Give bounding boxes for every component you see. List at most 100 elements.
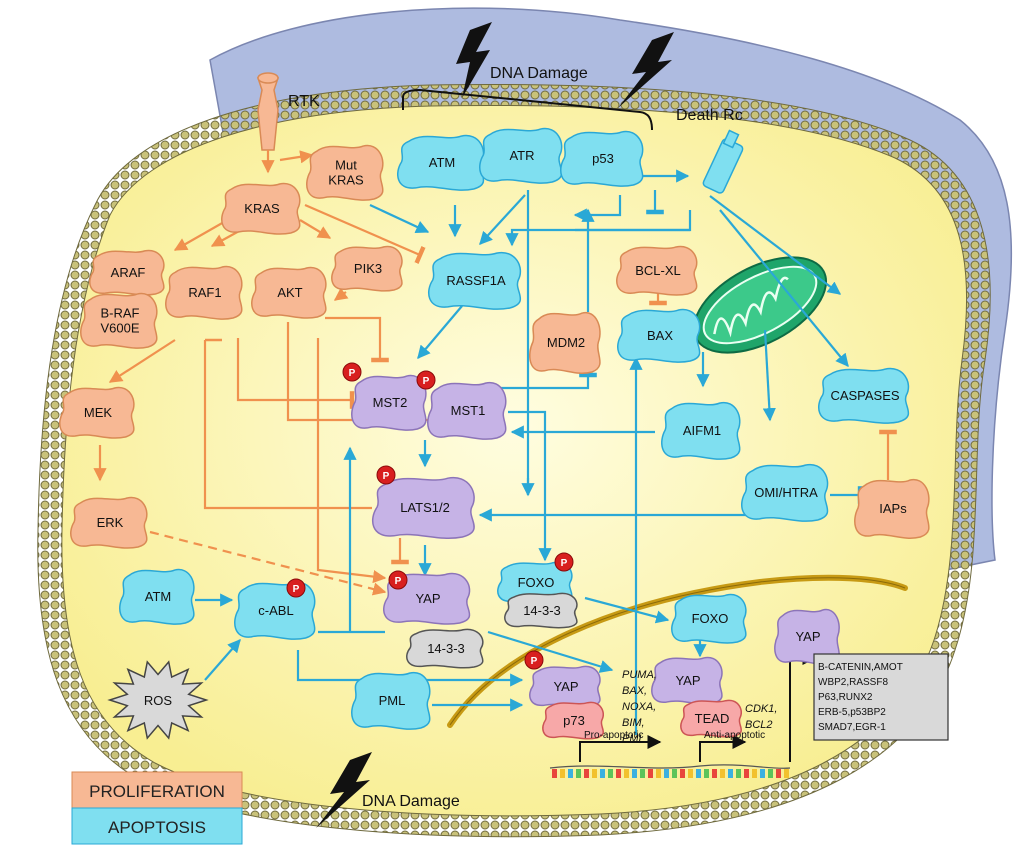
dna-base: [584, 769, 589, 778]
phospho-badge: P: [342, 362, 362, 382]
dna-base: [592, 769, 597, 778]
foxo-cyto-node-label: FOXO: [518, 575, 555, 590]
phospho-label: P: [395, 576, 402, 587]
legend-proliferation-label: PROLIFERATION: [89, 782, 225, 801]
pik3-node-shape: [331, 245, 403, 292]
phospho-label: P: [561, 558, 568, 569]
omi-node-shape: [741, 463, 829, 522]
dna-base: [568, 769, 573, 778]
dna-base: [704, 769, 709, 778]
atr-node: ATR: [479, 127, 563, 184]
bax-node-shape: [617, 308, 701, 363]
dna-damage-top-label: DNA Damage: [490, 65, 588, 82]
p53-node-label: p53: [592, 151, 614, 166]
rassf1a-node-label: RASSF1A: [446, 273, 506, 288]
blue-edges: [195, 169, 863, 735]
dna-base: [680, 769, 685, 778]
pik3-node-label: PIK3: [354, 261, 382, 276]
dna-base: [728, 769, 733, 778]
target-gene-line: P63,RUNX2: [818, 692, 873, 703]
rassf1a-node-shape: [428, 251, 522, 310]
mut-kras-node-shape: [306, 144, 384, 201]
yap-p73-node: YAP: [529, 665, 601, 708]
fourteen-a-node-label: 14-3-3: [427, 641, 465, 656]
dna-base: [608, 769, 613, 778]
bax-node: BAX: [617, 308, 701, 363]
erk-node: ERK: [70, 496, 148, 549]
dna-base: [640, 769, 645, 778]
mst1-node: MST1: [427, 381, 507, 440]
atm-top-node: ATM: [397, 134, 485, 191]
dna-damage-bottom-label: DNA Damage: [362, 793, 460, 810]
c-abl-node-label: c-ABL: [258, 603, 293, 618]
fourteen-a-node: 14-3-3: [406, 628, 484, 669]
dna-base: [632, 769, 637, 778]
kras-node: KRAS: [221, 182, 301, 235]
braf-node-shape: [80, 292, 158, 349]
omi-node: OMI/HTRA: [741, 463, 829, 522]
akt-node-label: AKT: [277, 285, 302, 300]
gene-cdk1: CDK1,: [745, 703, 777, 715]
rtk-receptor-icon: [256, 72, 280, 151]
tead-node-shape: [680, 699, 743, 738]
dna-strand: [549, 764, 791, 778]
omi-node-label: OMI/HTRA: [754, 485, 818, 500]
foxo-nuc-node: FOXO: [671, 593, 747, 644]
dna-base: [648, 769, 653, 778]
pro-apoptotic-label: Pro-apoptotic: [584, 730, 643, 741]
mek-node-shape: [59, 386, 135, 439]
iaps-node: IAPs: [854, 478, 930, 539]
foxo-cyto-node: FOXO: [497, 561, 573, 604]
bax-node-label: BAX: [647, 328, 673, 343]
yap-tead-node-label: YAP: [675, 673, 700, 688]
dna-base: [664, 769, 669, 778]
pml-node-shape: [351, 671, 431, 730]
raf1-node: RAF1: [165, 265, 243, 320]
fourteen-a-node-shape: [406, 628, 484, 669]
dna-base: [656, 769, 661, 778]
target-gene-line: ERB-5,p53BP2: [818, 707, 886, 718]
pik3-node: PIK3: [331, 245, 403, 292]
phospho-label: P: [423, 376, 430, 387]
araf-node: ARAF: [89, 249, 165, 296]
gene-pml: PML: [622, 733, 645, 745]
dna-base: [696, 769, 701, 778]
dna-base: [576, 769, 581, 778]
p73-node-shape: [542, 701, 605, 740]
araf-node-label: ARAF: [111, 265, 146, 280]
raf1-node-shape: [165, 265, 243, 320]
araf-node-shape: [89, 249, 165, 296]
target-gene-line: SMAD7,EGR-1: [818, 722, 886, 733]
phospho-badge: P: [524, 650, 544, 670]
dna-base: [784, 769, 789, 778]
tead-node-label: TEAD: [695, 711, 730, 726]
phospho-badge: P: [388, 570, 408, 590]
dna-base: [624, 769, 629, 778]
braf-node-label: B-RAF: [101, 306, 140, 321]
erk-node-label: ERK: [97, 515, 124, 530]
mst2-node: MST2: [351, 374, 427, 431]
yap-tead-node: YAP: [651, 656, 723, 705]
mitochondrion-icon: [692, 256, 828, 354]
phospho-badge: P: [376, 465, 396, 485]
legend-apoptosis-label: APOPTOSIS: [108, 818, 206, 837]
akt-node: AKT: [251, 266, 327, 319]
ros-label: ROS: [144, 693, 173, 708]
lats-node-label: LATS1/2: [400, 500, 450, 515]
aifm1-node: AIFM1: [661, 401, 741, 460]
erk-node-shape: [70, 496, 148, 549]
caspases-node-shape: [818, 367, 910, 424]
bcl-xl-node: BCL-XL: [616, 245, 698, 296]
p53-node: p53: [560, 130, 644, 187]
mst2-node-label: MST2: [373, 395, 408, 410]
fourteen-b-node-label: 14-3-3: [523, 603, 561, 618]
mut-kras-node-label: Mut: [335, 158, 357, 173]
phospho-label: P: [293, 584, 300, 595]
mek-node-label: MEK: [84, 405, 113, 420]
dna-base: [552, 769, 557, 778]
anti-apoptotic-gene-list: CDK1, BCL2: [745, 703, 777, 731]
dna-base: [760, 769, 765, 778]
atm-left-node-shape: [119, 568, 195, 625]
bcl-xl-node-label: BCL-XL: [635, 263, 681, 278]
